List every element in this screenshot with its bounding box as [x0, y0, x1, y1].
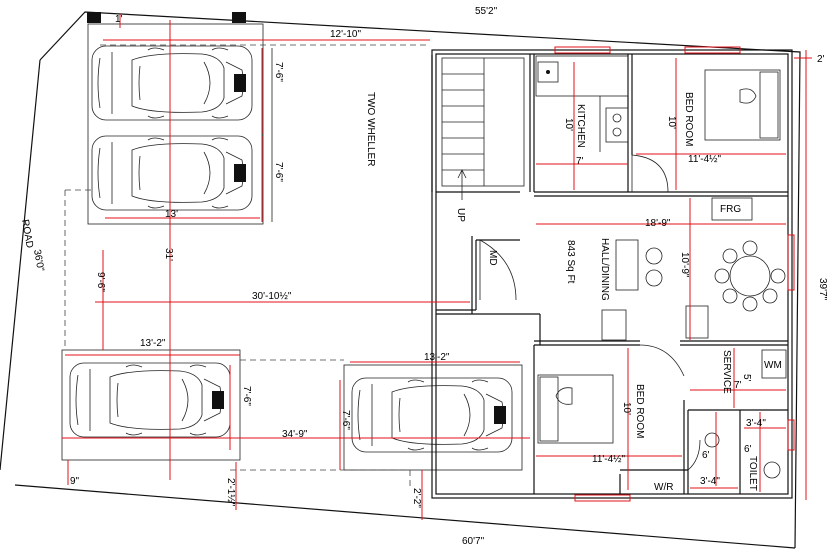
bed-icon — [704, 69, 781, 141]
bedroom-1-label: BED ROOM — [683, 92, 694, 146]
bed-icon — [537, 374, 614, 444]
post — [87, 12, 101, 23]
kitchen-width-label: 7' — [576, 156, 584, 167]
fridge-box — [711, 197, 753, 221]
toilet-height-label: 6' — [744, 444, 752, 455]
service-width-label: 7' — [734, 380, 742, 391]
washing-machine-label: WM — [764, 360, 782, 371]
dining-table-icon — [714, 240, 786, 312]
labels: 55'2" 60'7" 39'7" ROAD 36'0" 2' 1' 12'-1… — [19, 6, 828, 547]
service-height-label: 5' — [741, 374, 752, 382]
washroom-height-label: 6' — [702, 450, 710, 461]
depth-9-6-label: 9'-6" — [95, 272, 106, 292]
kitchen-label: KITCHEN — [575, 104, 586, 148]
service-label: SERVICE — [721, 350, 732, 394]
building-walls — [431, 49, 793, 499]
washroom-label: W/R — [654, 482, 673, 493]
right-depth-label: 39'7" — [817, 278, 828, 301]
kitchen-fixtures — [535, 55, 629, 152]
park-width-top-label: 13' — [165, 209, 178, 220]
car-icon — [69, 362, 231, 438]
parking-bay-top — [87, 23, 264, 225]
width-30-10-label: 30'-10½" — [252, 291, 292, 302]
parking-bay-left — [61, 349, 241, 461]
kitchen-height-label: 10' — [563, 118, 574, 131]
car4-length-label: 7'-6" — [340, 410, 351, 430]
md-label: MD — [487, 250, 498, 266]
gap-2-1-label: 2'-1½" — [225, 478, 236, 507]
hall-height-label: 10'-9" — [679, 252, 690, 278]
bedroom-2-height-label: 10' — [621, 402, 632, 415]
area-label: 843 Sq Ft — [565, 240, 576, 284]
bedroom-2-label: BED ROOM — [634, 384, 645, 438]
staircase — [441, 57, 525, 200]
bottom-width-label: 60'7" — [462, 536, 485, 547]
parking-bay-middle — [343, 364, 523, 471]
gap-2-2-label: 2'-2" — [411, 488, 422, 508]
car-icon — [91, 45, 253, 121]
dimension-lines — [62, 14, 812, 520]
bedroom-1-width-label: 11'-4½" — [688, 154, 722, 165]
car1-length-label: 7'-6" — [273, 62, 284, 82]
post — [232, 12, 246, 23]
road-dim-label: 36'0" — [31, 249, 46, 273]
windows — [554, 46, 795, 502]
washing-machine-box — [761, 349, 787, 379]
nine-inch-label: 9" — [70, 476, 80, 487]
door-swings — [479, 154, 701, 471]
road-label: ROAD — [19, 219, 35, 249]
hall-width-label: 18'-9" — [645, 218, 671, 229]
park-width-left-label: 13'-2" — [140, 338, 166, 349]
hall-dining-label: HALL/DINING — [599, 238, 610, 301]
width-34-9-label: 34'-9" — [282, 429, 308, 440]
car3-length-label: 7'-6" — [241, 386, 252, 406]
depth-31-label: 31' — [163, 248, 174, 261]
toilet-icon — [763, 461, 781, 479]
fridge-label: FRG — [720, 204, 741, 215]
toilet-width-label: 3'-4" — [746, 418, 766, 429]
park-gap-label: 12'-10" — [330, 29, 361, 40]
toilet-label: TOILET — [747, 456, 758, 491]
top-width-label: 55'2" — [475, 6, 498, 17]
car2-length-label: 7'-6" — [273, 162, 284, 182]
two-wheeler-label: TWO WHELLER — [365, 92, 376, 166]
sofa-icon — [601, 239, 709, 341]
plot-boundary — [0, 11, 801, 549]
setback-top-label: 1' — [115, 14, 123, 25]
setback-right-label: 2' — [817, 54, 825, 65]
basin-icon — [704, 432, 720, 448]
up-label: UP — [455, 208, 466, 222]
washroom-width-label: 3'-4" — [700, 476, 720, 487]
car-icon — [91, 135, 253, 211]
bedroom-2-width-label: 11'-4½" — [592, 454, 626, 465]
park-width-mid-label: 13'-2" — [424, 352, 450, 363]
bedroom-1-height-label: 10' — [666, 116, 677, 129]
